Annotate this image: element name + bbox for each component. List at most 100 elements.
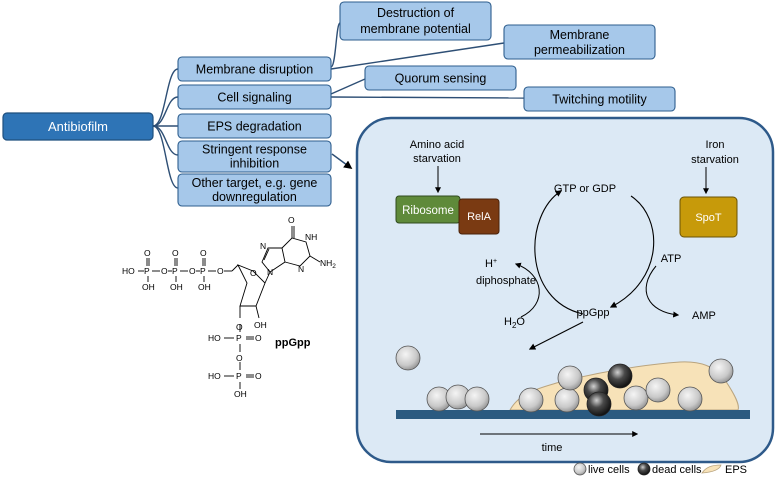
live-cell	[708, 358, 734, 384]
atom-label: O	[189, 266, 196, 276]
atom-label: OH	[170, 282, 183, 292]
atom-label: P	[236, 333, 242, 343]
amp-label: AMP	[692, 310, 716, 322]
target-cell-signaling: Cell signaling	[177, 84, 332, 110]
target-stringent-response: Stringent response inhibition	[177, 140, 332, 173]
atom-label: O	[200, 248, 207, 258]
iron-line2: starvation	[691, 154, 739, 166]
atom-label: O	[288, 215, 295, 225]
live-cell	[518, 387, 544, 413]
ppgpp-molecule-name: ppGpp	[275, 337, 311, 349]
atom-label: HO	[122, 266, 135, 276]
amino-acid-line2: starvation	[413, 153, 461, 165]
ribosome-box: Ribosome	[395, 195, 461, 224]
cycle-arrow-left	[534, 190, 584, 315]
subtarget-label: Quorum sensing	[395, 72, 487, 86]
target-label: Membrane disruption	[196, 63, 313, 77]
atp-amp-arrow	[645, 265, 680, 318]
atom-label: O	[255, 333, 262, 343]
atom-label: P	[144, 266, 150, 276]
live-cell	[645, 377, 671, 403]
atom-label: P	[200, 266, 206, 276]
spot-box: SpoT	[679, 196, 738, 238]
subtarget-twitching: Twitching motility	[523, 86, 676, 112]
antibiofilm-label: Antibiofilm	[48, 119, 108, 134]
live-cell	[557, 365, 583, 391]
ppgpp-molecule	[138, 226, 321, 389]
atom-label: HO	[208, 333, 221, 343]
atom-label: NH	[305, 232, 317, 242]
live-cell	[395, 345, 421, 371]
target-label-line2: downregulation	[212, 190, 297, 204]
atom-label: N	[260, 241, 266, 251]
atp-label: ATP	[661, 253, 682, 265]
atom-label: O	[236, 353, 243, 363]
target-label-line1: Other target, e.g. gene	[192, 176, 318, 190]
target-label-line1: Stringent response	[202, 143, 307, 157]
subtarget-label-line1: Destruction of	[377, 6, 455, 20]
atom-label: O	[255, 371, 262, 381]
tree-connectors	[152, 22, 525, 189]
rela-box: RelA	[458, 198, 500, 235]
live-cell	[677, 386, 703, 412]
h-plus-label: H+	[485, 258, 497, 270]
rela-label: RelA	[467, 211, 492, 223]
legend-live-swatch	[573, 462, 587, 476]
iron-line1: Iron	[706, 139, 725, 151]
arrow-to-panel	[331, 153, 353, 169]
atom-label: N	[267, 267, 273, 277]
gtp-gdp-label: GTP or GDP	[554, 183, 616, 195]
subtarget-label-line2: permeabilization	[534, 43, 625, 57]
diphosphate-label: diphosphate	[476, 275, 536, 287]
live-cell	[623, 385, 649, 411]
subtarget-label-line1: Membrane	[550, 28, 610, 42]
target-label-line2: inhibition	[230, 157, 279, 171]
subtarget-label: Twitching motility	[552, 93, 647, 107]
spot-label: SpoT	[695, 212, 722, 224]
subtarget-permeabilization: Membrane permeabilization	[503, 24, 656, 60]
legend-dead-label: dead cells	[652, 464, 702, 476]
target-eps-degradation: EPS degradation	[177, 113, 332, 139]
cycle-arrow-right	[609, 195, 655, 308]
legend-eps-label: EPS	[725, 464, 747, 476]
antibiofilm-node: Antibiofilm	[2, 112, 154, 141]
atom-label: O	[250, 268, 257, 278]
ppgpp-center-label: ppGpp	[576, 307, 609, 319]
subtarget-destruction: Destruction of membrane potential	[339, 1, 492, 41]
dead-cell	[607, 363, 633, 389]
atom-label: OH	[198, 282, 211, 292]
atom-label: N	[298, 264, 304, 274]
legend-dead-swatch	[637, 462, 651, 476]
ribosome-label: Ribosome	[402, 205, 454, 217]
target-other: Other target, e.g. gene downregulation	[177, 173, 332, 207]
atom-label: O	[161, 266, 168, 276]
atom-label: NH2	[320, 258, 336, 270]
legend: live cells dead cells EPS	[573, 462, 747, 476]
amino-acid-line1: Amino acid	[410, 139, 464, 151]
atom-label: P	[236, 371, 242, 381]
legend-eps-swatch	[701, 464, 722, 474]
surface-bar	[396, 410, 750, 419]
live-cell	[554, 387, 580, 413]
subtarget-quorum: Quorum sensing	[364, 65, 517, 91]
atom-label: O	[236, 322, 243, 332]
atom-label: O	[172, 248, 179, 258]
dead-cell	[586, 391, 612, 417]
atom-label: HO	[208, 371, 221, 381]
target-label: Cell signaling	[217, 91, 291, 105]
ppgpp-atom-labels: HO P O OH O P O OH O P O OH O O N N O NH…	[122, 215, 336, 399]
arrow-ppgpp-to-biofilm	[528, 321, 584, 350]
target-label: EPS degradation	[207, 120, 302, 134]
atom-label: OH	[254, 320, 267, 330]
cells-group	[395, 345, 734, 417]
target-membrane-disruption: Membrane disruption	[177, 56, 332, 82]
atom-label: P	[172, 266, 178, 276]
atom-label: O	[144, 248, 151, 258]
h2o-label: H2O	[504, 316, 525, 330]
subtarget-label-line2: membrane potential	[360, 22, 470, 36]
legend-live-label: live cells	[588, 464, 630, 476]
h2o-arrow	[514, 262, 540, 318]
atom-label: O	[217, 266, 224, 276]
